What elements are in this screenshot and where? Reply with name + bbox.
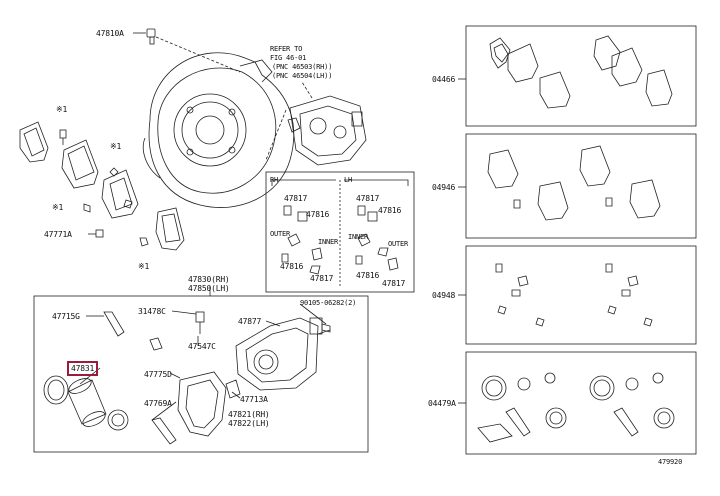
inset-label-47816-b: 47816 bbox=[378, 206, 402, 215]
label-47821-rh: 47821(RH) bbox=[228, 410, 270, 419]
kit-label-04466: 04466 bbox=[432, 75, 456, 84]
label-90105-06282: 90105-06282(2) bbox=[300, 299, 357, 307]
label-31478c: 31478C bbox=[138, 307, 166, 316]
inset-rh-label: RH bbox=[270, 176, 279, 184]
refer-note-line3: (PNC 46503(RH)) bbox=[272, 63, 333, 71]
diagram-id: 479920 bbox=[658, 458, 683, 466]
backing-plate-drawing bbox=[142, 52, 295, 208]
right-column-leaders bbox=[458, 78, 466, 404]
caliper-kit-parts bbox=[43, 303, 331, 445]
inset-outer-label-1: OUTER bbox=[270, 230, 291, 238]
kit-label-04948: 04948 bbox=[432, 291, 456, 300]
inset-inner-label-2: INNER bbox=[348, 233, 369, 241]
inset-label-47816-c: 47816 bbox=[280, 262, 304, 271]
kit-04948-parts bbox=[495, 263, 653, 327]
kit-04479a-parts bbox=[477, 372, 675, 443]
kit-label-04479a: 04479A bbox=[428, 399, 456, 408]
refer-note-line1: REFER TO bbox=[270, 45, 303, 53]
pads-left-drawing bbox=[19, 121, 185, 251]
refer-note-line2: FIG 46-01 bbox=[270, 54, 307, 62]
label-47831-highlighted[interactable]: 47831 bbox=[66, 361, 99, 376]
shim-inset-parts bbox=[281, 205, 399, 275]
kit-04466-frame bbox=[465, 25, 697, 127]
label-47810a: 47810A bbox=[96, 29, 124, 38]
note-mark-1c: ※1 bbox=[52, 203, 64, 212]
label-47771a: 47771A bbox=[44, 230, 72, 239]
inset-label-47817-b: 47817 bbox=[356, 194, 380, 203]
inset-label-47816-d: 47816 bbox=[356, 271, 380, 280]
kit-label-04946: 04946 bbox=[432, 183, 456, 192]
label-47822-lh: 47822(LH) bbox=[228, 419, 270, 428]
kit-04946-frame bbox=[465, 133, 697, 239]
label-47830-rh: 47830(RH) bbox=[188, 275, 230, 284]
label-47713a: 47713A bbox=[240, 395, 268, 404]
inset-label-47816-a: 47816 bbox=[306, 210, 330, 219]
label-47547c: 47547C bbox=[188, 342, 216, 351]
label-47715g: 47715G bbox=[52, 312, 80, 321]
label-47775d: 47775D bbox=[144, 370, 172, 379]
label-47877: 47877 bbox=[238, 317, 262, 326]
refer-note-line4: (PNC 46504(LH)) bbox=[272, 72, 333, 80]
shim-inset-frame bbox=[265, 171, 415, 293]
inset-label-47817-a: 47817 bbox=[284, 194, 308, 203]
caliper-top-drawing bbox=[265, 81, 367, 166]
bolt-47810a-drawing bbox=[133, 28, 241, 73]
inset-outer-label-2: OUTER bbox=[388, 240, 409, 248]
kit-04946-parts bbox=[487, 145, 661, 221]
inset-label-47817-d: 47817 bbox=[382, 279, 406, 288]
label-47850-lh: 47850(LH) bbox=[188, 284, 230, 293]
note-mark-1b: ※1 bbox=[110, 142, 122, 151]
label-47769a: 47769A bbox=[144, 399, 172, 408]
kit-04479a-frame bbox=[465, 351, 697, 455]
inset-label-47817-c: 47817 bbox=[310, 274, 334, 283]
kit-04948-frame bbox=[465, 245, 697, 345]
note-mark-1a: ※1 bbox=[56, 105, 68, 114]
inset-inner-label-1: INNER bbox=[318, 238, 339, 246]
note-mark-1d: ※1 bbox=[138, 262, 150, 271]
kit-04466-parts bbox=[489, 35, 673, 109]
inset-lh-label: LH bbox=[344, 176, 353, 184]
caliper-kit-frame bbox=[33, 286, 369, 453]
